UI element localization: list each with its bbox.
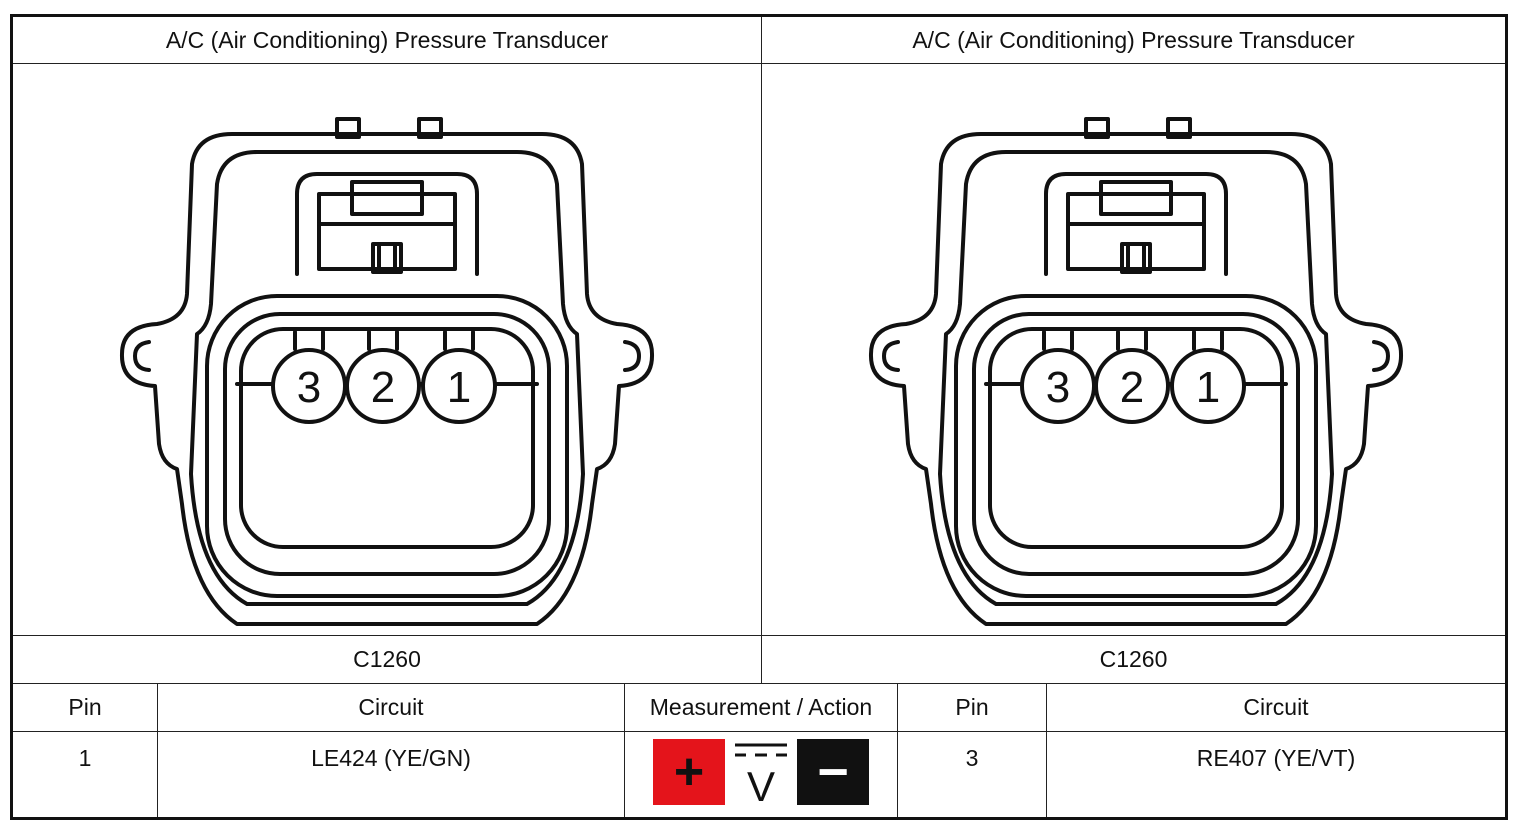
- row-circuit-left: LE424 (YE/GN): [311, 745, 471, 771]
- left-pin-2-circle: [345, 348, 421, 424]
- negative-probe-icon: −: [797, 739, 869, 805]
- header-pin-left: Pin: [68, 694, 102, 720]
- diagram-row-divider: [13, 635, 1505, 636]
- connector-id-row-divider: [13, 683, 1505, 684]
- header-circuit-left: Circuit: [358, 694, 424, 720]
- left-connector-diagram: 3 2 1: [13, 64, 761, 635]
- left-connector-body: 3 2 1: [119, 117, 655, 626]
- header-measurement: Measurement / Action: [649, 694, 873, 720]
- header-pin-right: Pin: [955, 694, 989, 720]
- table-col-divider-2: [624, 683, 625, 817]
- left-pin-1-circle: [421, 348, 497, 424]
- right-connector-diagram: 3 2 1: [762, 64, 1505, 635]
- table-col-divider-3: [897, 683, 898, 817]
- right-pin-2-label: 2: [1120, 363, 1144, 412]
- table-col-divider-4: [1046, 683, 1047, 817]
- row-circuit-right: RE407 (YE/VT): [1196, 745, 1356, 771]
- right-pin-1-circle: [1170, 348, 1246, 424]
- left-pin-1-label: 1: [447, 363, 471, 412]
- left-panel-title: A/C (Air Conditioning) Pressure Transduc…: [165, 26, 609, 53]
- right-pin-1-label: 1: [1196, 363, 1220, 412]
- pinout-sheet: A/C (Air Conditioning) Pressure Transduc…: [10, 14, 1508, 820]
- dc-voltage-icon: V: [733, 739, 789, 805]
- row-measurement: + V −: [625, 732, 897, 817]
- left-connector-id: C1260: [353, 646, 421, 672]
- right-connector-id: C1260: [1099, 646, 1168, 672]
- panel-divider: [761, 17, 762, 683]
- row-pin-right: 3: [965, 745, 979, 771]
- positive-probe-icon: +: [653, 739, 725, 805]
- title-row-divider: [13, 63, 1505, 64]
- right-panel-title: A/C (Air Conditioning) Pressure Transduc…: [912, 26, 1355, 53]
- right-pin-2-circle: [1094, 348, 1170, 424]
- header-row-divider: [13, 731, 1505, 732]
- left-pin-2-label: 2: [371, 363, 395, 412]
- right-connector-body: 3 2 1: [868, 117, 1404, 626]
- header-circuit-right: Circuit: [1243, 694, 1309, 720]
- row-pin-left: 1: [78, 745, 92, 771]
- table-col-divider-1: [157, 683, 158, 817]
- svg-text:V: V: [747, 763, 775, 805]
- right-pin-3-label: 3: [1046, 363, 1070, 412]
- left-pin-3-label: 3: [297, 363, 321, 412]
